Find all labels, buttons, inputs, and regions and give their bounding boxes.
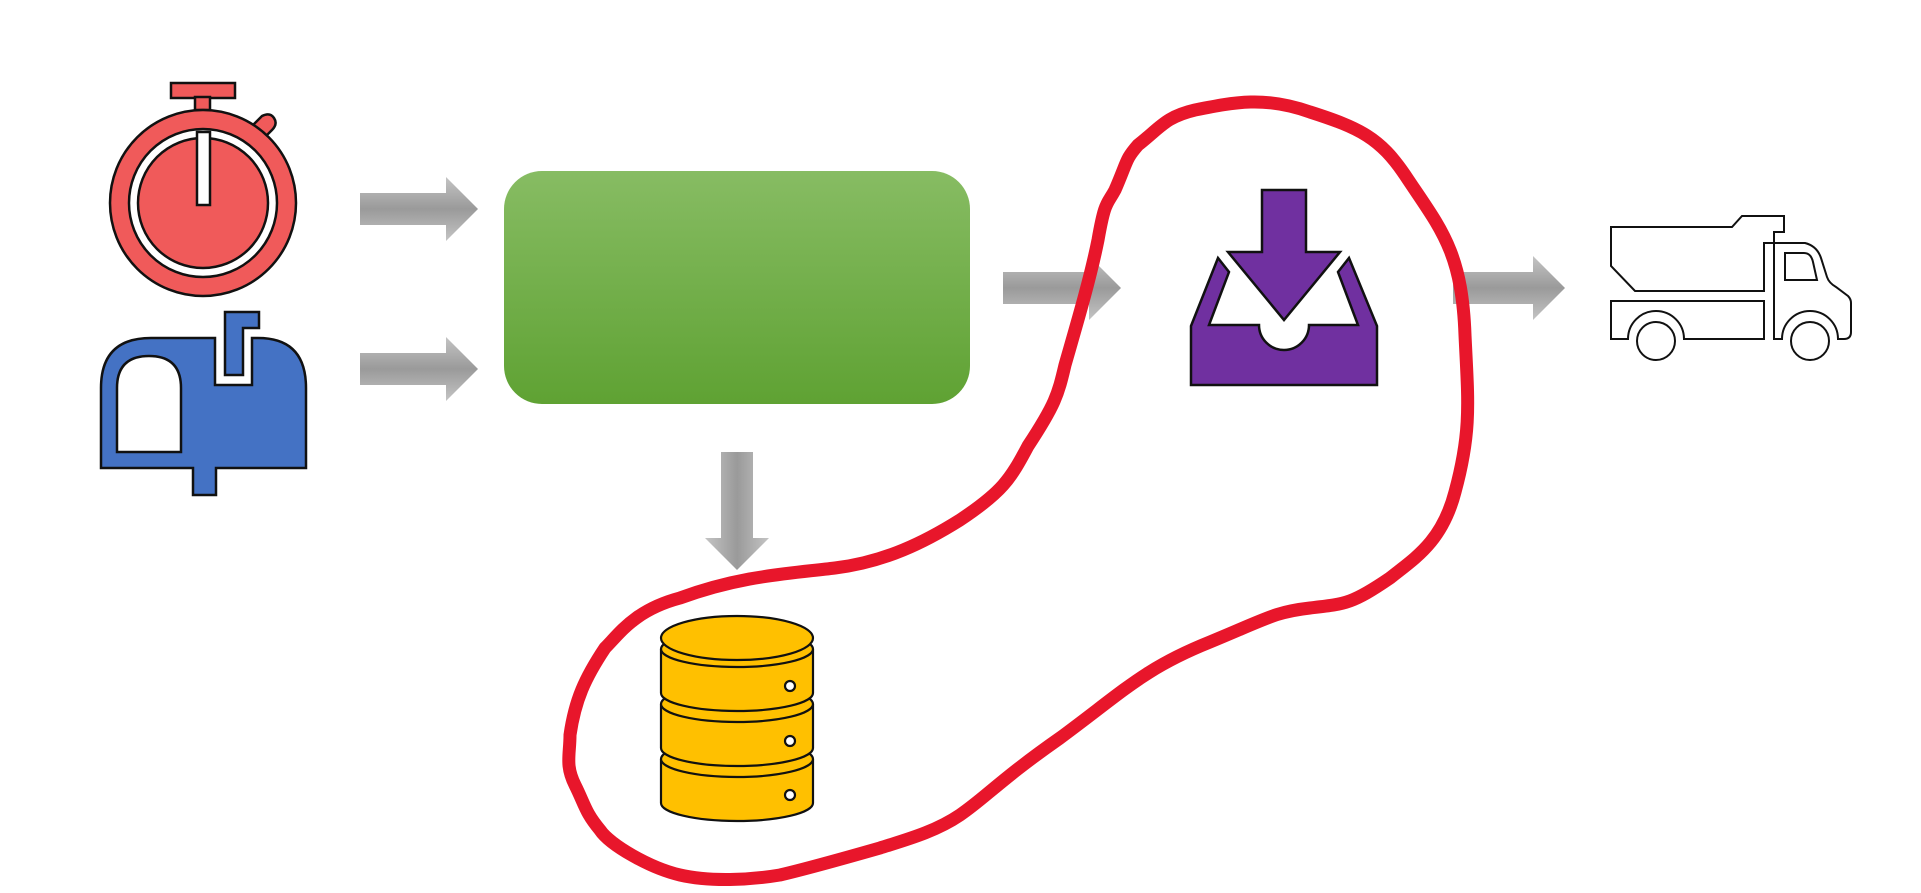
inbox-download-icon — [1189, 188, 1379, 387]
stopwatch-icon — [108, 81, 298, 298]
arrow-process-to-storage — [705, 452, 769, 570]
dump-truck-icon — [1610, 215, 1852, 361]
arrow-process-to-inbox — [1003, 256, 1121, 320]
database-icon — [659, 614, 815, 823]
arrow-timer-to-process — [360, 177, 478, 241]
highlight-loop — [562, 95, 1475, 887]
arrow-mail-to-process — [360, 337, 478, 401]
process-box — [504, 171, 970, 404]
mailbox-icon — [99, 310, 308, 497]
arrow-inbox-to-delivery — [1453, 256, 1565, 320]
